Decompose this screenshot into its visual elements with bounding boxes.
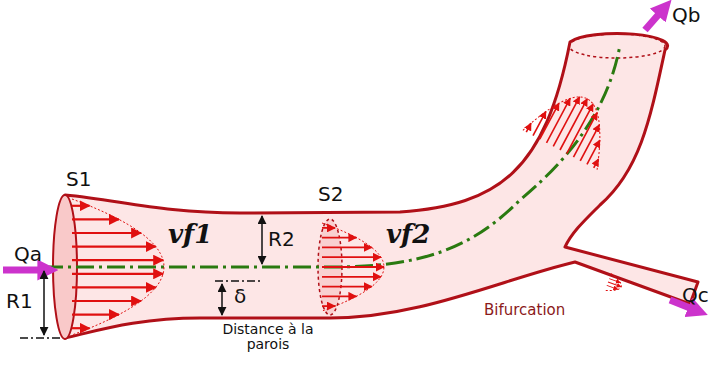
label: Qc bbox=[682, 284, 709, 306]
profile-curve bbox=[523, 79, 624, 170]
velocity-profiles bbox=[72, 79, 624, 335]
label: Qb bbox=[672, 4, 700, 26]
velocity-profile bbox=[605, 274, 624, 296]
velocity-arrow bbox=[594, 159, 599, 168]
label: R2 bbox=[268, 228, 295, 250]
velocity-arrow bbox=[72, 286, 156, 288]
velocity-arrow bbox=[72, 327, 89, 329]
reference-line bbox=[215, 280, 262, 282]
velocity-arrow bbox=[72, 205, 89, 207]
velocity-arrow bbox=[322, 256, 381, 258]
label: S2 bbox=[318, 183, 343, 205]
profile-curve bbox=[72, 199, 164, 335]
velocity-arrow bbox=[72, 300, 141, 302]
outlet-section bbox=[569, 34, 665, 58]
label: δ bbox=[234, 285, 246, 307]
label: R1 bbox=[6, 290, 33, 312]
velocity-arrow bbox=[322, 286, 372, 288]
vessel-wall bbox=[65, 33, 698, 338]
label: vf1 bbox=[168, 220, 212, 249]
velocity-arrow bbox=[72, 218, 119, 220]
velocity-arrow bbox=[540, 103, 559, 139]
velocity-arrow bbox=[72, 259, 163, 261]
velocity-profile bbox=[322, 223, 384, 311]
velocity-arrow bbox=[322, 237, 356, 239]
flow-arrow bbox=[3, 267, 50, 274]
velocity-arrow bbox=[607, 285, 618, 289]
velocity-arrow bbox=[322, 266, 384, 268]
reference-line bbox=[20, 337, 62, 339]
velocity-arrow bbox=[72, 232, 141, 234]
profile-curve bbox=[322, 223, 384, 311]
velocity-arrow bbox=[322, 295, 356, 297]
flow-arrow bbox=[645, 6, 666, 30]
velocity-arrow bbox=[322, 276, 381, 278]
profile-curve bbox=[605, 274, 624, 296]
velocity-profile bbox=[72, 199, 164, 335]
velocity-arrow bbox=[322, 247, 372, 249]
velocity-profile bbox=[523, 79, 624, 170]
dimension-line bbox=[261, 216, 263, 264]
dimension-line bbox=[221, 284, 223, 315]
label: Distance à la parois bbox=[218, 322, 318, 353]
velocity-arrow bbox=[609, 279, 620, 283]
velocity-arrow bbox=[72, 273, 163, 275]
velocity-arrow bbox=[322, 227, 335, 229]
dimension-line bbox=[43, 271, 45, 335]
velocity-arrow bbox=[72, 314, 119, 316]
label: Bifurcation bbox=[484, 302, 565, 319]
label: Qa bbox=[14, 243, 42, 265]
centerline bbox=[45, 45, 620, 267]
label: S1 bbox=[66, 168, 91, 190]
velocity-arrow bbox=[322, 305, 335, 307]
velocity-arrow bbox=[72, 246, 156, 248]
velocity-arrow bbox=[580, 125, 599, 161]
velocity-arrow bbox=[526, 123, 531, 132]
label: vf2 bbox=[386, 220, 430, 249]
